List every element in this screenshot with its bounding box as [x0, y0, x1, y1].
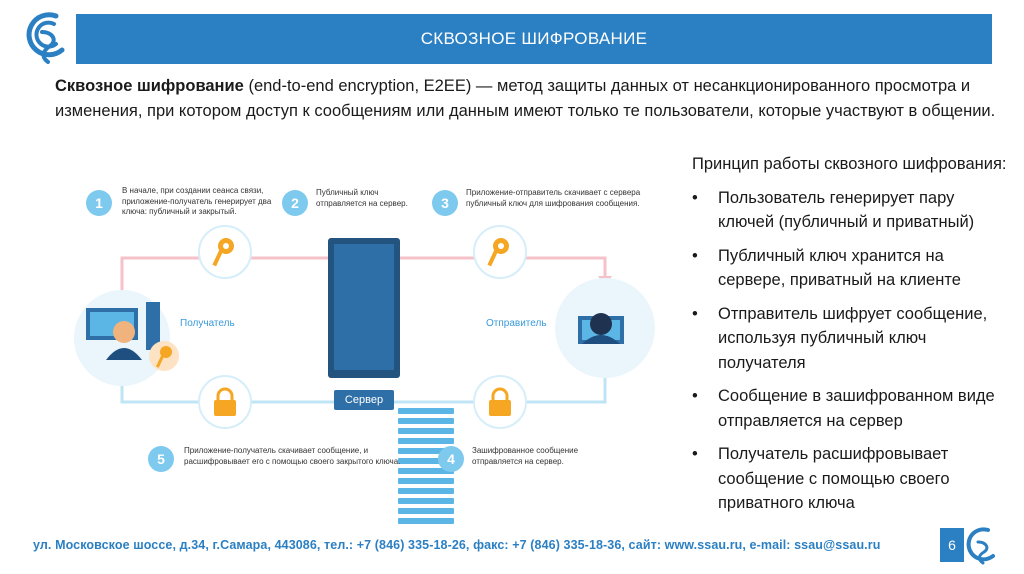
bullet-icon: •	[692, 387, 698, 405]
receiver-key-icon	[156, 346, 172, 368]
receiver-label: Получатель	[180, 318, 235, 329]
intro-term: Сквозное шифрование	[55, 77, 244, 95]
bullet-icon: •	[692, 304, 698, 323]
principle-section: Принцип работы сквозного шифрования: • По…	[692, 152, 1012, 525]
footer-contacts: ул. Московское шоссе, д.34, г.Самара, 44…	[33, 538, 881, 552]
step-2-badge: 2	[282, 190, 308, 216]
list-item-text: Публичный ключ хранится на сервере, прив…	[718, 246, 961, 290]
list-item: • Сообщение в зашифрованном виде отправля…	[692, 384, 1012, 433]
e2ee-diagram: 1 В начале, при создании сеанса связи, п…	[60, 160, 670, 524]
principle-list: • Пользователь генерирует пару ключей (пу…	[692, 186, 1012, 516]
list-item-text: Сообщение в зашифрованном виде отправляе…	[718, 387, 995, 430]
university-logo-icon	[26, 12, 65, 64]
step-1-text: В начале, при создании сеанса связи, при…	[122, 186, 272, 216]
server-slot	[398, 478, 454, 484]
sender-computer-icon	[578, 313, 624, 344]
page-number: 6	[940, 528, 964, 562]
list-item: • Пользователь генерирует пару ключей (пу…	[692, 186, 1012, 235]
diagram-graphics	[74, 225, 655, 429]
server-slot	[398, 488, 454, 494]
intro-paragraph: Сквозное шифрование (end-to-end encrypti…	[55, 74, 1010, 124]
step-5-badge: 5	[148, 446, 174, 472]
list-item-text: Получатель расшифровывает сообщение с по…	[718, 445, 950, 512]
intro-definition: (end-to-end encryption, E2EE) — метод за…	[55, 77, 996, 120]
receiver-computer-icon	[86, 302, 160, 360]
page-title: СКВОЗНОЕ ШИФРОВАНИЕ	[420, 29, 648, 48]
bullet-icon: •	[692, 445, 698, 463]
step-3-badge: 3	[432, 190, 458, 216]
lock-icon-4	[489, 387, 511, 416]
server-slot	[398, 408, 454, 414]
step-3-text: Приложение-отправитель скачивает с серве…	[466, 188, 641, 208]
bullet-icon: •	[692, 188, 698, 207]
server-slot	[398, 448, 454, 454]
server-slot	[398, 438, 454, 444]
list-item: • Публичный ключ хранится на сервере, при…	[692, 244, 1012, 293]
key-icon-1	[212, 238, 234, 267]
key-icon-3	[487, 238, 509, 267]
title-bar: СКВОЗНОЕ ШИФРОВАНИЕ	[76, 14, 992, 64]
lock-icon-5	[214, 387, 236, 416]
list-item: • Отправитель шифрует сообщение, использу…	[692, 302, 1012, 376]
sender-label: Отправитель	[486, 318, 547, 329]
step-2-text: Публичный ключ отправляется на сервер.	[316, 188, 408, 208]
list-item-text: Пользователь генерирует пару ключей (пуб…	[718, 188, 975, 232]
bullet-icon: •	[692, 246, 698, 265]
server-label: Сервер	[334, 390, 394, 410]
server-slot	[398, 508, 454, 514]
list-item-text: Отправитель шифрует сообщение, используя…	[718, 304, 988, 372]
list-item: • Получатель расшифровывает сообщение с п…	[692, 442, 1012, 516]
server-slot	[398, 418, 454, 424]
server-rack-icon	[328, 238, 400, 378]
step-5-text: Приложение-получатель скачивает сообщени…	[184, 446, 401, 466]
principle-title: Принцип работы сквозного шифрования:	[692, 155, 1007, 173]
server-slot	[398, 498, 454, 504]
step-1-badge: 1	[86, 190, 112, 216]
server-slot	[398, 458, 454, 464]
server-slot	[398, 518, 454, 524]
server-slot	[398, 428, 454, 434]
server-slot	[398, 468, 454, 474]
step-4-badge: 4	[438, 446, 464, 472]
step-4-text: Зашифрованное сообщение отправляется на …	[472, 446, 579, 466]
university-logo-small-icon	[966, 527, 995, 565]
